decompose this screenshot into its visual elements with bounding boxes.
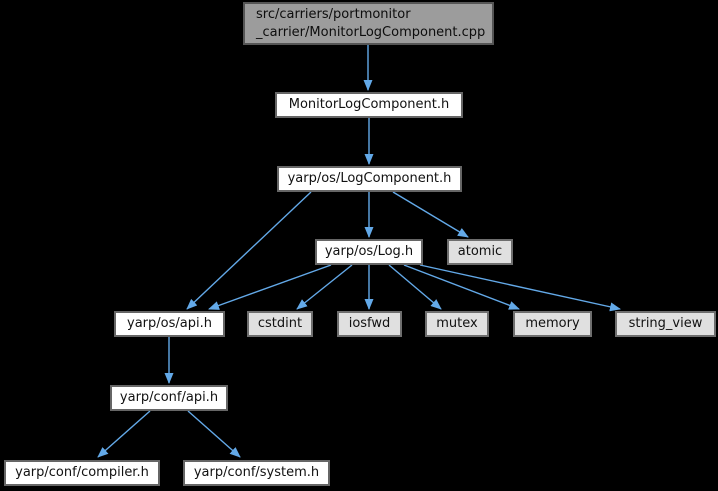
edge-yarp-conf-api-h-to-yarp-conf-compiler-h xyxy=(97,410,151,458)
node-label: MonitorLogComponent.h xyxy=(288,97,450,112)
node-label: yarp/os/Log.h xyxy=(324,244,414,259)
edge-yarp-os-logcomponent-h-to-yarp-os-api-h xyxy=(186,191,312,310)
node-label: yarp/os/LogComponent.h xyxy=(287,171,452,186)
edge-yarp-conf-api-h-to-yarp-conf-system-h xyxy=(187,410,241,458)
node-cstdint: cstdint xyxy=(247,311,313,337)
node-label: memory xyxy=(525,316,580,331)
node-label: iosfwd xyxy=(348,316,391,331)
node-yarp-os-logcomponent-h[interactable]: yarp/os/LogComponent.h xyxy=(277,166,462,192)
node-yarp-conf-api-h[interactable]: yarp/conf/api.h xyxy=(110,385,228,411)
node-yarp-conf-compiler-h[interactable]: yarp/conf/compiler.h xyxy=(4,460,160,486)
node-monitorlogcomponent-h[interactable]: MonitorLogComponent.h xyxy=(275,92,463,118)
node-mutex: mutex xyxy=(425,311,489,337)
edge-yarp-os-log-h-to-mutex xyxy=(388,264,442,310)
edge-yarp-os-log-h-to-string-view xyxy=(419,264,621,312)
node-memory: memory xyxy=(513,311,592,337)
node-monitorlogcomponent-cpp: src/carriers/portmonitor _carrier/Monito… xyxy=(243,2,494,45)
node-label: string_view xyxy=(628,316,703,331)
edge-yarp-os-logcomponent-h-to-atomic xyxy=(392,191,469,238)
node-string-view: string_view xyxy=(615,311,716,337)
node-atomic: atomic xyxy=(447,239,513,265)
node-yarp-os-api-h[interactable]: yarp/os/api.h xyxy=(114,311,225,337)
node-yarp-os-log-h[interactable]: yarp/os/Log.h xyxy=(315,239,423,265)
node-label: atomic xyxy=(457,244,503,259)
node-iosfwd: iosfwd xyxy=(337,311,402,337)
node-yarp-conf-system-h[interactable]: yarp/conf/system.h xyxy=(183,460,330,486)
node-label: src/carriers/portmonitor _carrier/Monito… xyxy=(256,6,486,40)
node-label: mutex xyxy=(436,316,478,331)
edge-yarp-os-log-h-to-cstdint xyxy=(296,264,353,310)
node-label: yarp/conf/system.h xyxy=(193,465,320,480)
edge-yarp-os-log-h-to-yarp-os-api-h xyxy=(208,264,332,310)
node-label: yarp/conf/compiler.h xyxy=(15,465,149,480)
node-label: yarp/conf/api.h xyxy=(119,390,219,405)
node-label: yarp/os/api.h xyxy=(127,316,212,331)
node-label: cstdint xyxy=(257,316,303,331)
edge-yarp-os-log-h-to-memory xyxy=(403,264,520,310)
